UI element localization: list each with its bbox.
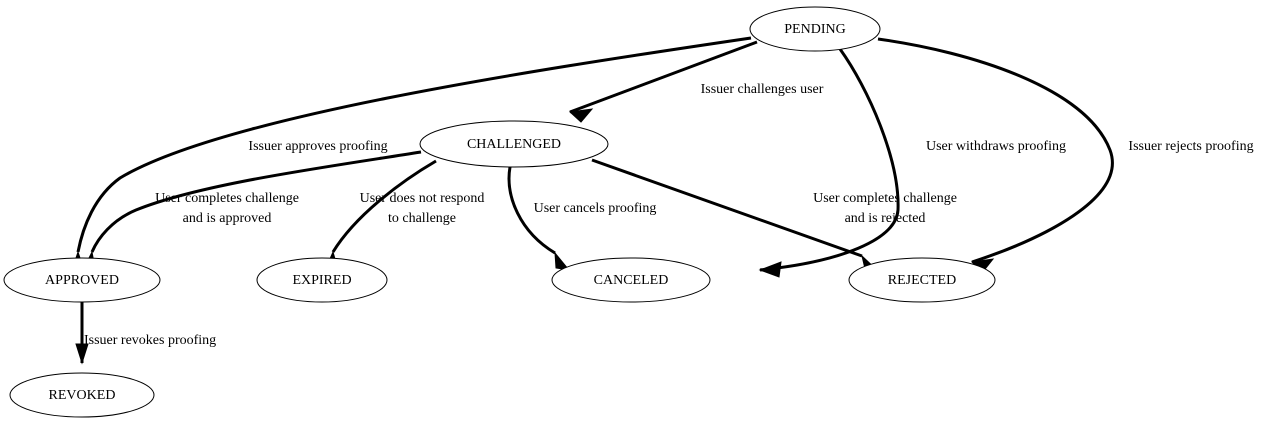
edge-label-line: Issuer challenges user xyxy=(701,82,824,97)
node-shape-approved xyxy=(3,257,161,303)
node-shape-expired xyxy=(256,257,388,303)
node-label-approved: APPROVED xyxy=(45,273,119,288)
edge-line-pending-challenged xyxy=(569,40,758,114)
edge-label-line: User completes challenge xyxy=(155,191,299,206)
node-label-revoked: REVOKED xyxy=(49,388,116,403)
node-challenged[interactable]: CHALLENGED xyxy=(419,120,609,168)
edge-label-line: User cancels proofing xyxy=(534,201,657,216)
node-shape-pending xyxy=(749,6,881,52)
edge-line-pending-canceled xyxy=(759,48,900,272)
edge-challenged-canceled xyxy=(507,166,571,271)
node-expired[interactable]: EXPIRED xyxy=(256,257,388,303)
edge-approved-revoked xyxy=(75,302,89,365)
edge-label-pending-challenged: Issuer challenges user xyxy=(701,82,824,97)
edge-label-challenged-approved: User completes challenge and is approved xyxy=(155,191,299,226)
node-label-pending: PENDING xyxy=(784,22,845,37)
node-shape-canceled xyxy=(551,257,711,303)
node-label-challenged: CHALLENGED xyxy=(467,137,561,152)
edge-label-pending-rejected: Issuer rejects proofing xyxy=(1128,139,1253,154)
edge-label-challenged-rejected: User completes challenge and is rejected xyxy=(813,191,957,226)
edge-label-line: Issuer approves proofing xyxy=(248,139,387,154)
edge-label-line: User withdraws proofing xyxy=(926,139,1066,154)
edge-line-challenged-canceled xyxy=(507,166,556,255)
node-label-expired: EXPIRED xyxy=(292,273,351,288)
node-revoked[interactable]: REVOKED xyxy=(9,372,155,418)
edge-label-approved-revoked: Issuer revokes proofing xyxy=(84,333,216,348)
edge-pending-rejected xyxy=(877,37,1114,274)
edge-label-challenged-canceled: User cancels proofing xyxy=(534,201,657,216)
edge-pending-canceled xyxy=(758,48,900,278)
node-rejected[interactable]: REJECTED xyxy=(848,257,996,303)
edge-label-pending-canceled: User withdraws proofing xyxy=(926,139,1066,154)
arrowhead-icon-pending-canceled xyxy=(758,261,782,278)
node-pending[interactable]: PENDING xyxy=(749,6,881,52)
edge-label-challenged-expired: User does not respond to challenge xyxy=(360,191,485,226)
edge-line-challenged-rejected xyxy=(591,158,863,258)
node-canceled[interactable]: CANCELED xyxy=(551,257,711,303)
edge-label-line: Issuer revokes proofing xyxy=(84,333,216,348)
edge-line-challenged-approved xyxy=(90,150,422,253)
node-shape-revoked xyxy=(9,372,155,418)
edge-line-pending-approved xyxy=(76,36,752,253)
edge-label-line: to challenge xyxy=(388,211,456,226)
node-label-rejected: REJECTED xyxy=(888,273,956,288)
edge-label-line: User does not respond xyxy=(360,191,485,206)
nodes-layer: PENDING CHALLENGED APPROVED EXPIRED CANCELED… xyxy=(3,6,996,418)
edge-line-challenged-expired xyxy=(331,159,437,253)
edge-label-pending-approved: Issuer approves proofing xyxy=(248,139,387,154)
node-shape-rejected xyxy=(848,257,996,303)
arrowhead-icon-approved-revoked xyxy=(75,343,89,365)
edge-label-line: and is approved xyxy=(183,211,272,226)
node-shape-challenged xyxy=(419,120,609,168)
edge-label-line: Issuer rejects proofing xyxy=(1128,139,1253,154)
edge-line-pending-rejected xyxy=(877,37,1114,264)
edge-pending-challenged xyxy=(568,40,758,123)
edge-label-line: User completes challenge xyxy=(813,191,957,206)
arrowhead-icon-pending-challenged xyxy=(568,108,594,123)
edge-pending-approved xyxy=(70,36,752,274)
edge-label-line: and is rejected xyxy=(845,211,926,226)
node-label-canceled: CANCELED xyxy=(594,273,669,288)
node-approved[interactable]: APPROVED xyxy=(3,257,161,303)
